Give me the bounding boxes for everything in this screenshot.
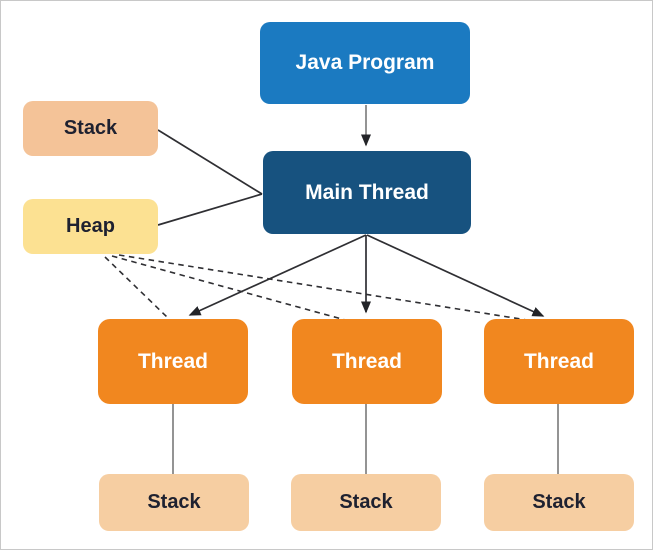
node-thread-stack-2: Stack xyxy=(291,474,441,531)
node-heap-label: Heap xyxy=(66,215,115,237)
edge-heap-to-thread3-dashed xyxy=(118,254,528,321)
edge-stack-to-mainthread xyxy=(157,129,263,195)
node-stack: Stack xyxy=(23,101,158,156)
node-heap: Heap xyxy=(23,199,158,254)
node-thread-stack-1: Stack xyxy=(99,474,249,531)
node-stack-label: Stack xyxy=(63,117,118,139)
node-thread-1-label: Thread xyxy=(137,349,208,373)
node-thread-stack-2-label: Stack xyxy=(339,491,393,513)
node-thread-stack-1-label: Stack xyxy=(147,491,201,513)
node-thread-3: Thread xyxy=(484,319,634,404)
edge-mainthread-to-thread1 xyxy=(188,234,367,316)
node-thread-3-label: Thread xyxy=(523,349,594,373)
node-main-thread-label: Main Thread xyxy=(305,180,429,204)
edge-heap-to-thread2-dashed xyxy=(111,255,350,322)
edge-heap-to-thread1-dashed xyxy=(104,256,169,319)
edge-mainthread-to-thread3 xyxy=(366,234,545,317)
node-java-program-label: Java Program xyxy=(295,51,435,74)
node-thread-2-label: Thread xyxy=(331,349,402,373)
node-thread-2: Thread xyxy=(292,319,442,404)
node-thread-stack-3: Stack xyxy=(484,474,634,531)
node-thread-1: Thread xyxy=(98,319,248,404)
node-java-program: Java Program xyxy=(260,22,470,104)
node-main-thread: Main Thread xyxy=(263,151,471,234)
edge-heap-to-mainthread xyxy=(157,193,263,226)
node-thread-stack-3-label: Stack xyxy=(532,491,586,513)
